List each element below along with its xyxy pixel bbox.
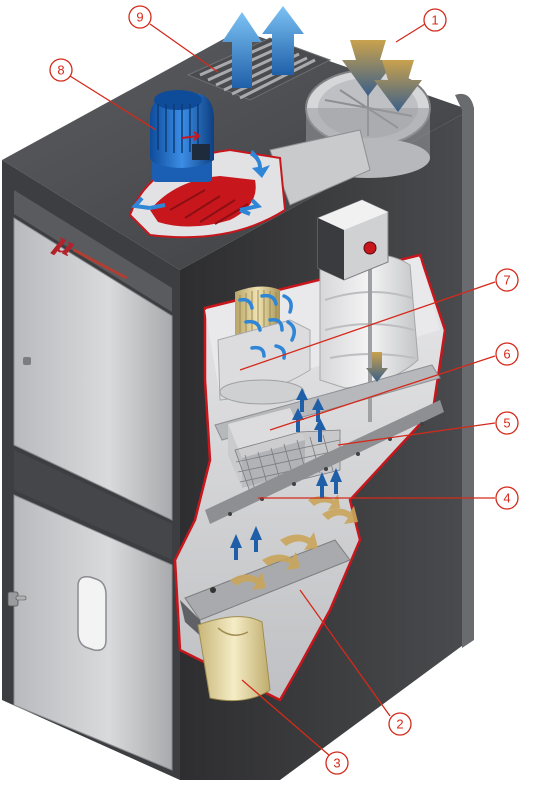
fan-flow-arrow-icon: [239, 198, 262, 216]
leader-line-7: [239, 281, 496, 371]
cabinet-rolled-edge: [455, 93, 474, 649]
brand-wordmark: [72, 248, 128, 280]
callout-3: 3: [325, 751, 349, 775]
intake-arrow-icon: [374, 60, 422, 112]
cleaning-actuator: [317, 199, 389, 281]
callouts: 1 2 3 4 5 6 7 8: [49, 5, 519, 775]
front-panels: [7, 190, 173, 771]
leader-line-8: [69, 75, 157, 131]
logo-band: [14, 190, 172, 312]
cartridge-flow-arrows: [238, 293, 296, 360]
callout-6: 6: [495, 342, 519, 366]
svg-text:5: 5: [503, 416, 510, 431]
callout-5: 5: [495, 411, 519, 435]
callout-7: 7: [495, 268, 519, 292]
fan-motor: [150, 90, 214, 182]
hopper-bolt: [210, 587, 216, 593]
leader-line-5: [337, 422, 496, 446]
intake-arrow-icon: [342, 40, 396, 96]
inspection-window[interactable]: [77, 575, 107, 652]
svg-text:1: 1: [431, 13, 438, 28]
svg-text:9: 9: [136, 10, 143, 25]
upper-door-latch[interactable]: [23, 357, 31, 365]
dirty-air-swirls: [230, 494, 358, 590]
callout-4: 4: [495, 486, 519, 510]
leader-line-3: [241, 679, 331, 757]
module-up-arrows: [292, 388, 326, 442]
middle-band: [14, 450, 172, 560]
leader-line-1: [395, 23, 426, 43]
callout-8: 8: [49, 58, 73, 82]
airflow-arrows: [131, 6, 422, 590]
svg-text:8: 8: [57, 63, 64, 78]
perforated-rail: [205, 400, 444, 524]
cyclone-down-arrow-icon: [366, 352, 388, 382]
svg-text:6: 6: [503, 347, 510, 362]
exhaust-arrow-icon: [222, 12, 262, 88]
door-handle[interactable]: [7, 591, 27, 607]
callout-2: 2: [388, 712, 412, 736]
svg-text:4: 4: [503, 491, 510, 506]
callout-1: 1: [423, 8, 447, 32]
svg-text:7: 7: [503, 273, 510, 288]
svg-text:3: 3: [333, 756, 340, 771]
leader-line-2: [299, 589, 391, 717]
fan-flow-arrow-icon: [250, 150, 270, 178]
filter-housing-base: [219, 379, 305, 405]
callout-leaders: [69, 23, 496, 757]
svg-text:2: 2: [396, 717, 403, 732]
cleaning-rod: [368, 262, 372, 422]
lower-up-arrows: [230, 468, 342, 560]
exhaust-arrow-icon: [262, 6, 304, 75]
callout-9: 9: [128, 5, 152, 29]
leader-line-9: [149, 23, 219, 73]
dust-bag: [197, 616, 271, 702]
fan-flow-arrow-icon: [131, 196, 166, 210]
leader-line-6: [269, 355, 496, 431]
upper-door: [13, 217, 173, 521]
rotation-arrow-icon: [181, 131, 201, 141]
